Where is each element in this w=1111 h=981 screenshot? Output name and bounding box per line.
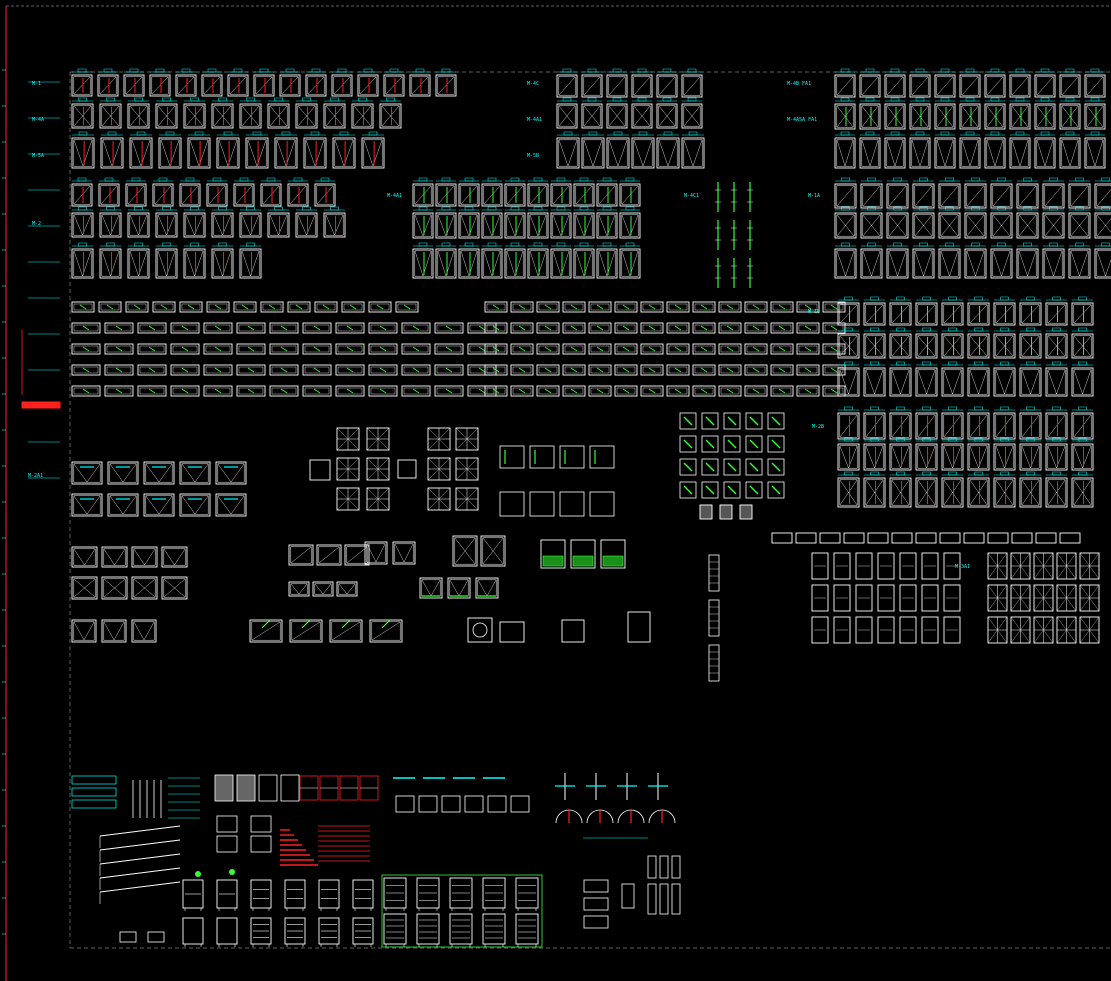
label-block-c1: M-4B FA1: [787, 81, 812, 87]
label-block-b1: M-4C: [527, 81, 540, 87]
label-block-b3: M-5B: [527, 153, 540, 159]
label-block-c2: M-4A5A FA1: [787, 117, 818, 123]
label-block-k1: M-3A1: [955, 564, 971, 570]
label-block-a1: M-1: [32, 81, 42, 87]
label-block-f1: M-4C1: [684, 193, 700, 199]
label-block-i1: M-2A1: [28, 473, 44, 479]
label-block-d1: M-2: [32, 221, 42, 227]
label-block-a2: M-4A: [32, 117, 45, 123]
label-block-h1: M-1B: [808, 309, 821, 315]
label-block-b2: M-4A1: [527, 117, 543, 123]
label-block-e1: M-4A1: [387, 193, 403, 199]
label-block-g1: M-1A: [808, 193, 821, 199]
label-block-j1: M-2B: [812, 424, 825, 430]
label-block-a3: M-5A: [32, 153, 45, 159]
